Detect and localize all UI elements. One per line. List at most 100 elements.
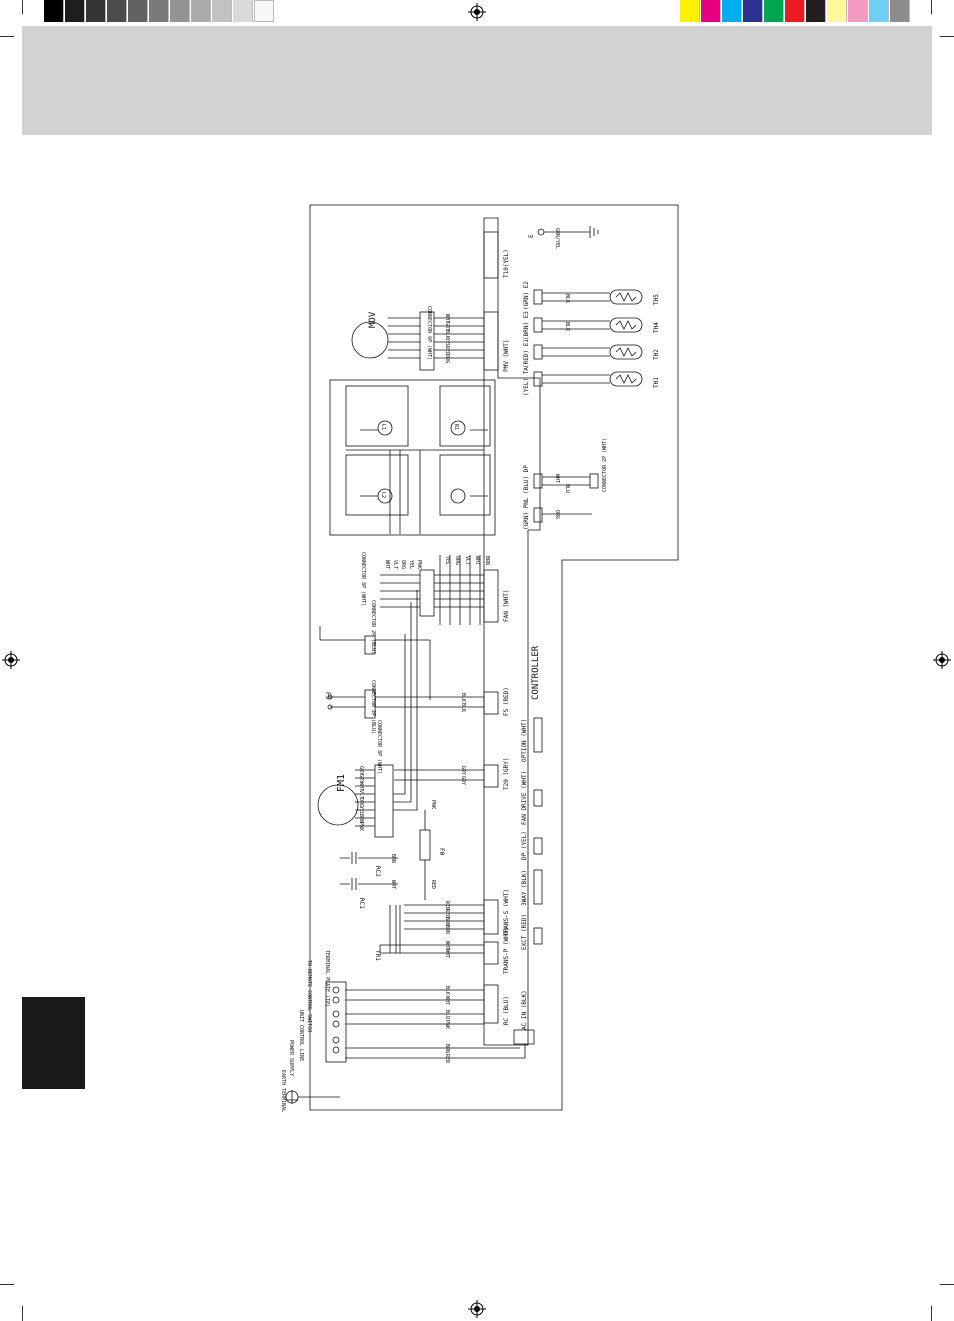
wire-label: VLT bbox=[358, 790, 364, 799]
wire-label: BLK bbox=[444, 986, 450, 995]
wire-label: BLU bbox=[564, 484, 570, 493]
magenta-swatch bbox=[701, 0, 721, 22]
connector-option: OPTION (WHT) bbox=[521, 717, 543, 762]
earth-terminal-label: EARTH TERMINAL bbox=[280, 1070, 286, 1112]
connector-acin-label: AC IN (BLK) bbox=[521, 990, 528, 1030]
gray-swatch bbox=[128, 0, 148, 22]
wire-label: BLK bbox=[564, 322, 570, 331]
crop-mark bbox=[931, 0, 932, 14]
crop-mark bbox=[0, 36, 14, 37]
wire-label: BRN bbox=[484, 556, 490, 565]
connector-dp-yel: DP (YEL) bbox=[521, 831, 543, 860]
relay-label: R1 bbox=[453, 424, 459, 430]
registration-mark-icon bbox=[468, 3, 486, 21]
mov-valve: MOV CONNECTOR 6P (WHT) WHT GRY BLK YEL R… bbox=[351, 306, 484, 371]
connector-option-label: OPTION (WHT) bbox=[521, 719, 528, 762]
controller-board bbox=[483, 217, 541, 1046]
fs-label: FS bbox=[324, 692, 331, 700]
earth-e-label: E bbox=[528, 234, 535, 238]
crop-mark bbox=[22, 1306, 23, 1321]
connector-t20: T20 (GRY) GRY GRY bbox=[394, 757, 510, 790]
crop-mark bbox=[22, 0, 23, 14]
connector-2p-blu: CONNECTOR 2P (BLU) bbox=[319, 600, 431, 700]
wire-label: WHT bbox=[444, 941, 450, 950]
fan-wiring: CONNECTOR 8P (WHT) FAN (WHT) WHT VLT ORG… bbox=[360, 552, 510, 625]
fan-motor: FM1 CONNECTOR 8P (WHT) GRY GRY WHT VLT O… bbox=[317, 590, 418, 838]
connector-exct-label: EXCT (RED) bbox=[521, 914, 528, 950]
green-swatch bbox=[764, 0, 784, 22]
fuse-label: F0 bbox=[438, 848, 445, 856]
connector-note: CONNECTOR 6P (WHT) bbox=[426, 306, 432, 360]
connector-pmv-label: PMV (WHT) bbox=[503, 339, 510, 372]
wire-label: YEL bbox=[444, 556, 450, 565]
connector-fan-label: FAN (WHT) bbox=[503, 589, 510, 622]
connector-note: CONNECTOR 8P (WHT) bbox=[376, 720, 382, 774]
wire-label: ORG bbox=[400, 560, 406, 569]
blue-swatch bbox=[743, 0, 763, 22]
connector-trans-p-label: TRANS-P (WHT) bbox=[503, 927, 510, 974]
thermistor-th5-label: TH5 bbox=[653, 294, 660, 305]
thermistor-th2: TH2 bbox=[542, 344, 660, 360]
connector-dp-yel-label: DP (YEL) bbox=[521, 831, 528, 860]
connector-t10: T10(YEL) bbox=[483, 231, 510, 279]
gray-swatch bbox=[254, 0, 274, 22]
earth-terminal: EARTH TERMINAL bbox=[280, 1070, 340, 1112]
wire-label: WHT bbox=[358, 782, 364, 791]
connector-t10-label: T10(YEL) bbox=[503, 249, 510, 278]
gray-swatch bbox=[44, 0, 64, 22]
wire-label: ORG bbox=[444, 354, 450, 363]
wire-label: GRY bbox=[358, 766, 364, 775]
wire-label: BRN bbox=[444, 925, 450, 934]
fm-label: FM1 bbox=[336, 774, 347, 792]
registration-mark-icon bbox=[468, 1300, 486, 1318]
thermistor-th4-label: TH4 bbox=[653, 322, 660, 333]
relay-label: L2 bbox=[380, 492, 386, 498]
crop-mark bbox=[931, 1306, 932, 1321]
connector-ta: (YEL) TA bbox=[523, 367, 543, 396]
connector-note: CONNECTOR 2P (WHT) bbox=[602, 438, 608, 492]
wire-label: BRN bbox=[358, 814, 364, 823]
light-yellow-swatch bbox=[827, 0, 847, 22]
crop-mark bbox=[940, 36, 954, 37]
connector-pnl: (GRN) PNL bbox=[523, 497, 543, 530]
wire-label: PNK bbox=[416, 560, 422, 569]
connector-e3: (BRN) E3 bbox=[523, 311, 543, 340]
wire-label: GRN/YEL bbox=[554, 228, 560, 249]
wire-label: GRY bbox=[460, 776, 466, 785]
panel-wire: ORG bbox=[542, 510, 592, 519]
connector-trans-s-label: TRANS-S (WHT) bbox=[503, 889, 510, 936]
connector-note: CONNECTOR 8P (WHT) bbox=[360, 552, 366, 606]
rc1-label: RC1 bbox=[358, 898, 365, 909]
ac-in-connector: AC IN (BLK) BRN RED bbox=[345, 990, 535, 1063]
terminal-plate-label: TERMINAL PLATE (TP) bbox=[324, 950, 330, 1007]
crop-mark bbox=[940, 1284, 954, 1285]
registration-mark-icon bbox=[2, 651, 20, 669]
gray-swatch bbox=[212, 0, 232, 22]
gray-swatch bbox=[86, 0, 106, 22]
wire-label: BLU bbox=[444, 1010, 450, 1019]
connector-e1-label: (RED) E1 bbox=[523, 339, 530, 368]
wire-label: WHT bbox=[554, 474, 560, 483]
rc-connector: RC (BLU) BLK WHT BLU PNK bbox=[345, 984, 510, 1029]
connector-dp: (BLU) DP bbox=[523, 465, 543, 494]
thermistor-th1: TH1 bbox=[542, 371, 660, 388]
wire-label: ORG bbox=[454, 556, 460, 565]
wire-label: RED bbox=[430, 880, 436, 889]
section-tab bbox=[22, 997, 85, 1089]
wire-label: YEL bbox=[408, 560, 414, 569]
gray-swatch bbox=[890, 0, 910, 22]
wire-label: ORG bbox=[358, 798, 364, 807]
thermistor-th2-label: TH2 bbox=[653, 349, 660, 360]
gray-scale-bar bbox=[44, 0, 274, 22]
header-band bbox=[22, 26, 932, 135]
relay-block: L1 L2 R1 bbox=[329, 379, 496, 536]
thermistor-th1-label: TH1 bbox=[653, 377, 660, 388]
gray-swatch bbox=[149, 0, 169, 22]
cyan-swatch bbox=[722, 0, 742, 22]
connector-3way: 3WAY (BLK) bbox=[521, 869, 543, 906]
capacitors: RC1 RC2 BRN WHT bbox=[340, 852, 398, 909]
connector-pmv: PMV (WHT) bbox=[483, 311, 510, 372]
wire-label: YEL bbox=[358, 806, 364, 815]
wire-label: WHT bbox=[444, 996, 450, 1005]
wire-label: GRY bbox=[358, 774, 364, 783]
